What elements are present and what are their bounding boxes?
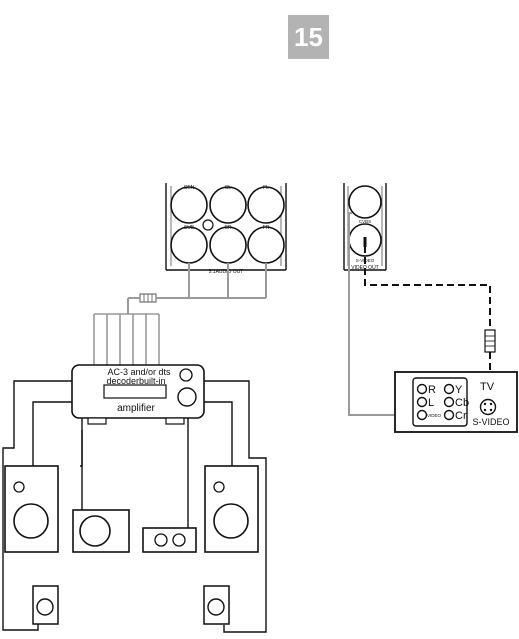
tv-jack-cr: Cr xyxy=(455,410,467,422)
audio-out-panel: CEN SL FL SUB SR FR 5.1AUDIO OUT xyxy=(165,183,287,275)
speaker-wires xyxy=(2,380,267,633)
cvbs-label: CVBS xyxy=(359,219,371,224)
sr-jack xyxy=(209,226,247,264)
fr-jack xyxy=(247,226,285,264)
svideo-port-icon xyxy=(479,398,497,416)
tv: R Y L Cb VIDEO Cr TV S-VIDEO xyxy=(394,371,518,433)
tv-svideo-label: S-VIDEO xyxy=(472,417,509,427)
svideo-plug-icon xyxy=(484,329,496,353)
screw-icon xyxy=(202,219,214,231)
audio-out-caption: 5.1AUDIO OUT xyxy=(209,269,244,275)
amplifier-label: amplifier xyxy=(117,403,155,414)
audio-cable-bundle xyxy=(93,313,160,365)
cen-jack xyxy=(170,186,208,224)
fl-jack xyxy=(247,186,285,224)
jack-label-cen: CEN xyxy=(184,185,195,191)
sub-jack xyxy=(170,226,208,264)
svideo-cable xyxy=(364,246,491,372)
jack-label-sr: SR xyxy=(225,225,232,231)
front-right-speaker xyxy=(204,465,259,553)
subwoofer-speaker xyxy=(142,527,197,553)
jack-label-fl: FL xyxy=(263,185,269,191)
amplifier-line1: AC-3 and/or dts xyxy=(107,367,171,377)
tv-label: TV xyxy=(480,381,495,393)
jack-label-sl: SL xyxy=(225,185,231,191)
tv-jack-l: L xyxy=(428,397,434,409)
cvbs-jack xyxy=(348,185,382,219)
tv-jack-video: VIDEO xyxy=(427,413,442,418)
front-left-speaker xyxy=(4,465,59,553)
rear-left-speaker xyxy=(32,585,59,625)
amplifier-display xyxy=(103,384,167,399)
rear-right-speaker xyxy=(203,585,230,625)
cvbs-cable xyxy=(348,212,418,416)
jack-label-sub: SUB xyxy=(184,225,195,231)
amplifier-line2: decoderbuilt-in xyxy=(106,376,165,386)
tv-jack-y: Y xyxy=(455,384,463,396)
audio-cables xyxy=(127,263,267,314)
amplifier: AC-3 and/or dts decoderbuilt-in amplifie… xyxy=(71,364,205,425)
page-number-badge: 15 xyxy=(288,15,329,59)
jack-label-fr: FR xyxy=(263,225,270,231)
tv-jack-r: R xyxy=(428,384,436,396)
rca-plug-icon xyxy=(128,293,160,303)
center-speaker xyxy=(72,509,130,553)
tv-jack-cb: Cb xyxy=(455,397,469,409)
amplifier-small-knob-icon xyxy=(179,368,193,382)
amplifier-volume-knob-icon xyxy=(177,387,197,407)
sl-jack xyxy=(209,186,247,224)
